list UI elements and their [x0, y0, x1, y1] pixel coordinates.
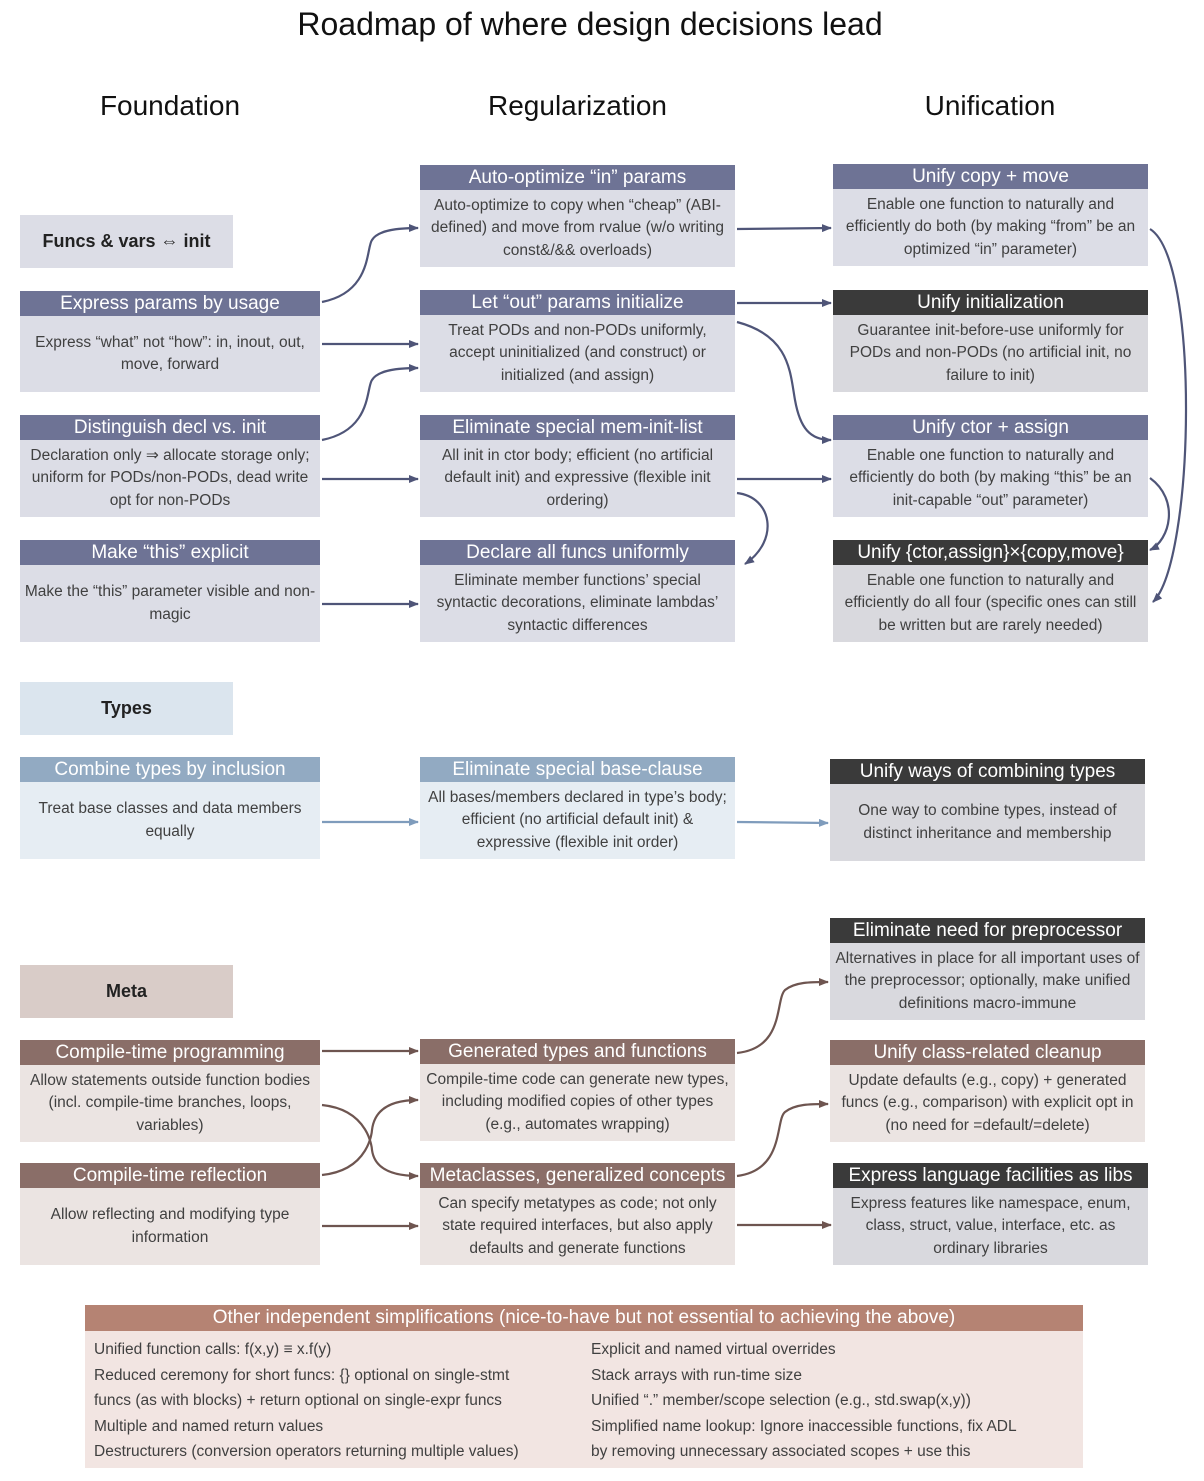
list-item: Explicit and named virtual overrides — [591, 1341, 836, 1358]
box-generated-types: Generated types and functions Compile-ti… — [420, 1039, 735, 1141]
column-unification: Unification — [924, 90, 1056, 121]
box-unify-class-cleanup: Unify class-related cleanup Update defau… — [830, 1040, 1145, 1142]
box-compile-time-programming: Compile-time programming Allow statement… — [20, 1040, 320, 1142]
arrow-base-to-combining — [736, 818, 829, 827]
box-title: Eliminate special mem-init-list — [420, 415, 735, 440]
box-body: Can specify metatypes as code; not only … — [420, 1188, 735, 1265]
arrow-distinguish-to-letout — [321, 364, 419, 442]
box-title: Unify ctor + assign — [833, 415, 1148, 440]
box-body: Treat PODs and non-PODs uniformly, accep… — [420, 315, 735, 392]
box-body: Enable one function to naturally and eff… — [833, 565, 1148, 642]
box-let-out-params: Let “out” params initialize Treat PODs a… — [420, 290, 735, 392]
box-express-params: Express params by usage Express “what” n… — [20, 291, 320, 392]
box-title: Unify class-related cleanup — [830, 1040, 1145, 1065]
box-title: Distinguish decl vs. init — [20, 415, 320, 440]
box-title: Unify initialization — [833, 290, 1148, 315]
section-meta: Meta — [20, 965, 233, 1018]
list-item: Unified “.” member/scope selection (e.g.… — [591, 1392, 971, 1409]
box-title: Express language facilities as libs — [833, 1163, 1148, 1188]
column-foundation: Foundation — [99, 90, 241, 121]
other-simplifications-panel: Other independent simplifications (nice-… — [85, 1305, 1083, 1468]
arrow-express-to-auto — [321, 224, 419, 304]
box-body: Enable one function to naturally and eff… — [833, 440, 1148, 517]
box-title: Unify {ctor,assign}×{copy,move} — [833, 540, 1148, 565]
column-regularization: Regularization — [488, 90, 667, 121]
list-item: by removing unnecessary associated scope… — [591, 1443, 971, 1460]
box-title: Unify copy + move — [833, 164, 1148, 189]
box-body: Allow statements outside function bodies… — [20, 1065, 320, 1142]
box-body: Auto-optimize to copy when “cheap” (ABI-… — [420, 190, 735, 267]
arrow-copymove-to-allfour — [1149, 228, 1188, 603]
box-auto-optimize-in: Auto-optimize “in” params Auto-optimize … — [420, 165, 735, 267]
arrow-reflection-to-generated — [321, 1096, 419, 1177]
box-unify-combining-types: Unify ways of combining types One way to… — [830, 759, 1145, 861]
box-make-this-explicit: Make “this” explicit Make the “this” par… — [20, 540, 320, 642]
box-body: Alternatives in place for all important … — [830, 943, 1145, 1020]
box-metaclasses: Metaclasses, generalized concepts Can sp… — [420, 1163, 735, 1265]
other-right-list: Explicit and named virtual overrides Sta… — [591, 1337, 1079, 1465]
box-body: Enable one function to naturally and eff… — [833, 189, 1148, 266]
box-body: One way to combine types, instead of dis… — [830, 784, 1145, 861]
box-unify-ctor-assign: Unify ctor + assign Enable one function … — [833, 415, 1148, 517]
arrow-letout-to-ctorassign — [736, 320, 832, 444]
list-item: Destructurers (conversion operators retu… — [94, 1443, 519, 1460]
other-left-list: Unified function calls: f(x,y) ≡ x.f(y) … — [94, 1337, 584, 1465]
box-title: Express params by usage — [20, 291, 320, 316]
section-types: Types — [20, 682, 233, 735]
box-title: Unify ways of combining types — [830, 759, 1145, 784]
box-title: Make “this” explicit — [20, 540, 320, 565]
other-title: Other independent simplifications (nice-… — [85, 1305, 1083, 1331]
box-title: Let “out” params initialize — [420, 290, 735, 315]
box-body: All bases/members declared in type’s bod… — [420, 782, 735, 859]
arrow-generated-to-preprocessor — [736, 978, 829, 1055]
box-title: Auto-optimize “in” params — [420, 165, 735, 190]
box-body: Express features like namespace, enum, c… — [833, 1188, 1148, 1265]
box-declare-funcs-uniformly: Declare all funcs uniformly Eliminate me… — [420, 540, 735, 642]
box-body: Declaration only ⇒ allocate storage only… — [20, 440, 320, 517]
box-title: Combine types by inclusion — [20, 757, 320, 782]
box-title: Eliminate special base-clause — [420, 757, 735, 782]
arrow-auto-to-copymove — [736, 224, 832, 233]
box-eliminate-base-clause: Eliminate special base-clause All bases/… — [420, 757, 735, 859]
box-unify-all-four: Unify {ctor,assign}×{copy,move} Enable o… — [833, 540, 1148, 642]
list-item: Multiple and named return values — [94, 1417, 324, 1435]
box-compile-time-reflection: Compile-time reflection Allow reflecting… — [20, 1163, 320, 1265]
box-title: Metaclasses, generalized concepts — [420, 1163, 735, 1188]
box-eliminate-preprocessor: Eliminate need for preprocessor Alternat… — [830, 918, 1145, 1020]
list-item: funcs (as with blocks) + return optional… — [94, 1392, 502, 1409]
box-body: Allow reflecting and modifying type info… — [20, 1188, 320, 1265]
box-body: Make the “this” parameter visible and no… — [20, 565, 320, 642]
box-body: Guarantee init-before-use uniformly for … — [833, 315, 1148, 392]
box-body: Express “what” not “how”: in, inout, out… — [20, 316, 320, 392]
box-unify-initialization: Unify initialization Guarantee init-befo… — [833, 290, 1148, 392]
list-item: Reduced ceremony for short funcs: {} opt… — [94, 1366, 510, 1384]
box-eliminate-mem-init-list: Eliminate special mem-init-list All init… — [420, 415, 735, 517]
box-combine-types: Combine types by inclusion Treat base cl… — [20, 757, 320, 859]
list-item: Simplified name lookup: Ignore inaccessi… — [591, 1417, 1017, 1435]
box-body: Update defaults (e.g., copy) + generated… — [830, 1065, 1145, 1142]
box-unify-copy-move: Unify copy + move Enable one function to… — [833, 164, 1148, 266]
list-item: Stack arrays with run-time size — [591, 1366, 803, 1384]
list-item: Unified function calls: f(x,y) ≡ x.f(y) — [94, 1341, 332, 1358]
box-title: Compile-time reflection — [20, 1163, 320, 1188]
box-title: Generated types and functions — [420, 1039, 735, 1064]
box-distinguish-decl-init: Distinguish decl vs. init Declaration on… — [20, 415, 320, 517]
arrow-metaclasses-to-cleanup — [736, 1100, 829, 1178]
arrow-ctprog-to-metaclasses — [321, 1103, 419, 1180]
box-body: Eliminate member functions’ special synt… — [420, 565, 735, 642]
box-body: All init in ctor body; efficient (no art… — [420, 440, 735, 517]
box-title: Compile-time programming — [20, 1040, 320, 1065]
box-body: Treat base classes and data members equa… — [20, 782, 320, 859]
page-title: Roadmap of where design decisions lead — [297, 6, 883, 42]
box-title: Declare all funcs uniformly — [420, 540, 735, 565]
box-body: Compile-time code can generate new types… — [420, 1064, 735, 1141]
box-language-facilities-libs: Express language facilities as libs Expr… — [833, 1163, 1148, 1265]
arrow-memlist-to-declare — [736, 491, 769, 565]
box-title: Eliminate need for preprocessor — [830, 918, 1145, 943]
section-funcs-vars-init: Funcs & vars ⇔ init — [20, 215, 233, 268]
arrow-ctorassign-to-allfour — [1149, 477, 1171, 551]
